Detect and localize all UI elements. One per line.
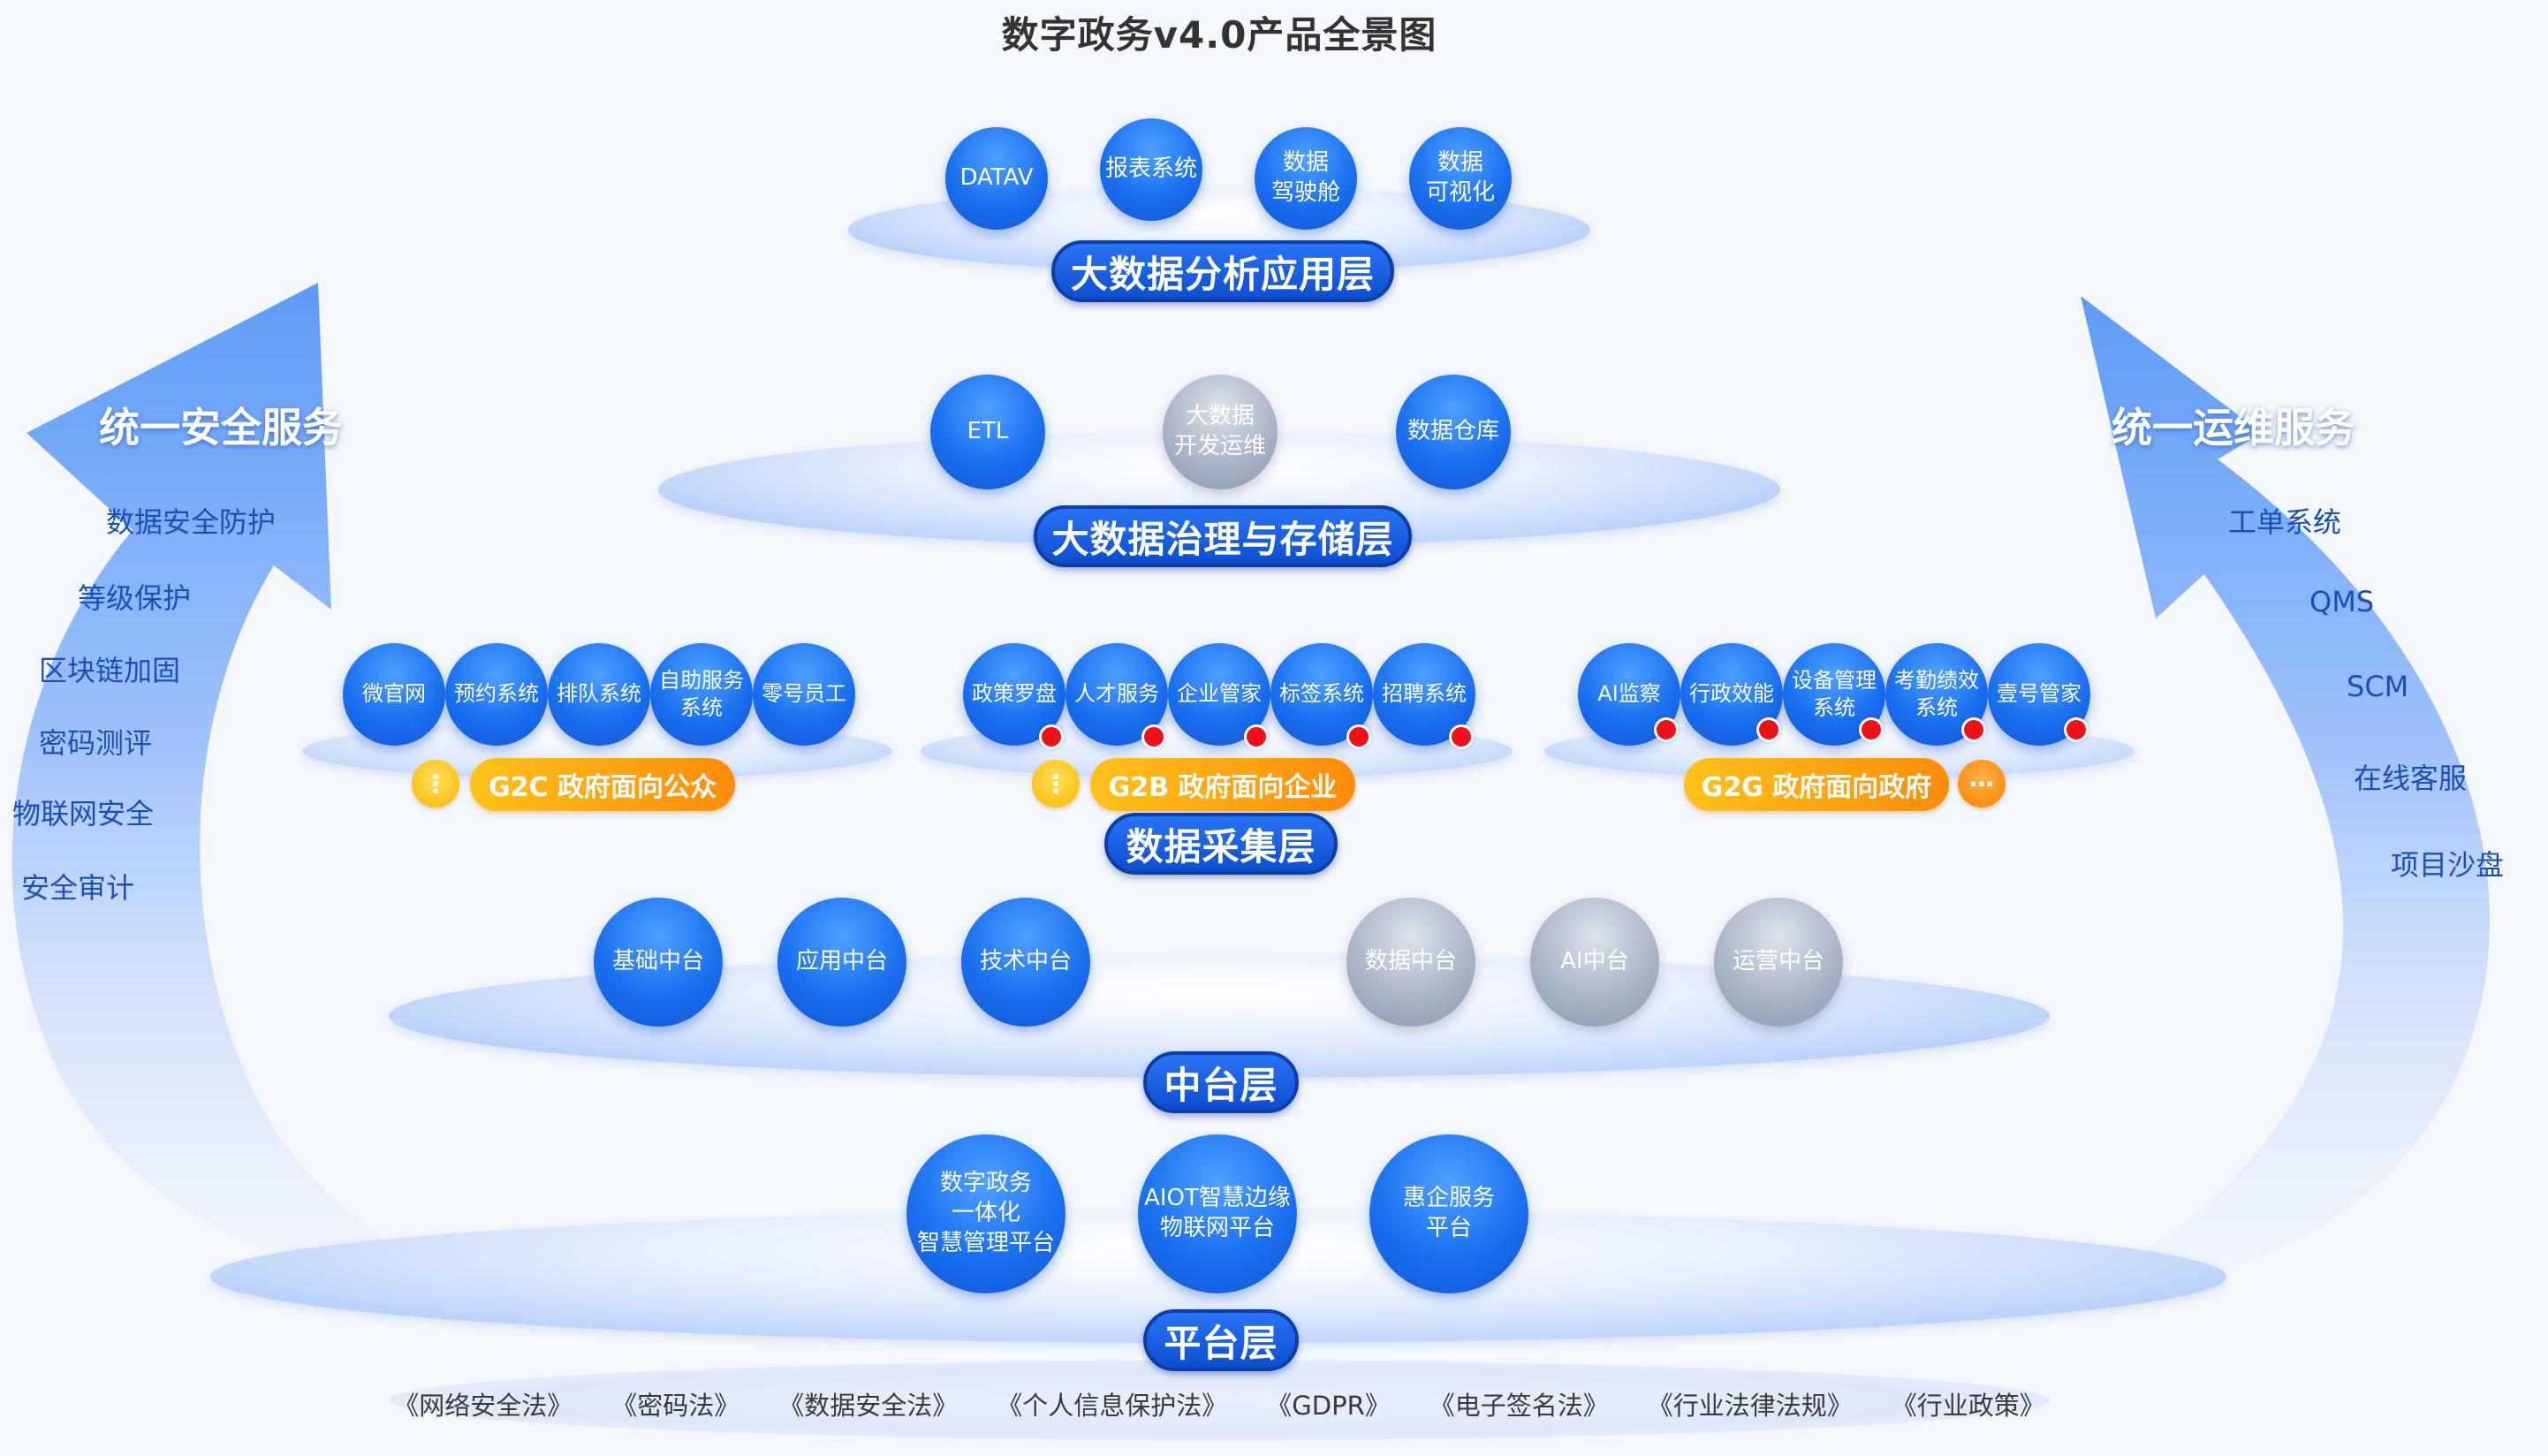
node-basic-middle[interactable]: 基础中台 — [594, 898, 723, 1027]
security-item[interactable]: 密码测评 — [39, 726, 153, 760]
node-micro-website[interactable]: 微官网 — [343, 643, 445, 746]
left-arrow-shape — [11, 283, 548, 1308]
operations-item[interactable]: 工单系统 — [2228, 505, 2342, 539]
node-integrated-management-platform[interactable]: 数字政务 一体化 智慧管理平台 — [906, 1134, 1065, 1293]
g2b-arrow-icon: ⋮ — [1032, 760, 1080, 808]
law-item: 《行业政策》 — [1891, 1391, 2045, 1421]
notification-dot — [1961, 717, 1986, 742]
security-item[interactable]: 区块链加固 — [39, 654, 181, 687]
node-queue-system[interactable]: 排队系统 — [548, 643, 650, 746]
node-application-middle[interactable]: 应用中台 — [777, 898, 906, 1027]
law-item: 《行业法律法规》 — [1647, 1391, 1853, 1421]
g2c-arrow-icon: ⋮ — [412, 760, 459, 808]
notification-dot — [1756, 717, 1781, 742]
platform-layer-label: 平台层 — [1143, 1309, 1299, 1371]
node-data-cockpit[interactable]: 数据 驾驶舱 — [1255, 127, 1357, 230]
right-arrow-shape — [2032, 296, 2490, 1308]
operations-item[interactable]: 项目沙盘 — [2391, 848, 2505, 882]
node-enterprise-service-platform[interactable]: 惠企服务 平台 — [1369, 1134, 1528, 1293]
law-item: 《GDPR》 — [1266, 1391, 1391, 1421]
security-item[interactable]: 安全审计 — [21, 871, 135, 905]
law-item: 《数据安全法》 — [778, 1391, 959, 1421]
security-title: 统一安全服务 — [99, 404, 343, 451]
security-item[interactable]: 数据安全防护 — [106, 505, 277, 539]
notification-dot — [1654, 717, 1679, 742]
security-item[interactable]: 物联网安全 — [12, 797, 155, 830]
node-data-middle[interactable]: 数据中台 — [1346, 898, 1475, 1027]
node-ai-middle[interactable]: AI中台 — [1530, 898, 1659, 1027]
notification-dot — [1244, 724, 1269, 749]
notification-dot — [1141, 724, 1166, 749]
operations-item[interactable]: 在线客服 — [2354, 762, 2468, 795]
law-bar-background — [389, 1361, 2050, 1440]
g2g-pill[interactable]: G2G 政府面向政府 — [1684, 758, 1949, 811]
law-item: 《密码法》 — [611, 1391, 740, 1421]
notification-dot — [1859, 717, 1884, 742]
node-etl[interactable]: ETL — [930, 375, 1045, 489]
node-appointment-system[interactable]: 预约系统 — [445, 643, 548, 746]
node-bigdata-devops[interactable]: 大数据 开发运维 — [1163, 375, 1278, 489]
notification-dot — [1039, 724, 1064, 749]
middle-layer-label: 中台层 — [1143, 1051, 1299, 1113]
law-item: 《网络安全法》 — [393, 1391, 573, 1421]
node-zero-employee[interactable]: 零号员工 — [753, 643, 855, 746]
operations-item[interactable]: SCM — [2347, 670, 2409, 703]
node-aiot-platform[interactable]: AIOT智慧边缘 物联网平台 — [1138, 1134, 1297, 1293]
notification-dot — [1346, 724, 1371, 749]
operations-title: 统一运维服务 — [2112, 404, 2355, 451]
node-data-warehouse[interactable]: 数据仓库 — [1396, 375, 1511, 489]
node-operations-middle[interactable]: 运营中台 — [1714, 898, 1843, 1027]
law-list: 《网络安全法》 《密码法》 《数据安全法》 《个人信息保护法》 《GDPR》 《… — [393, 1385, 2045, 1422]
security-item[interactable]: 等级保护 — [78, 581, 192, 615]
analysis-layer-label: 大数据分析应用层 — [1051, 240, 1394, 302]
node-datav[interactable]: DATAV — [945, 127, 1048, 230]
notification-dot — [2064, 717, 2089, 742]
notification-dot — [1449, 724, 1474, 749]
g2b-pill[interactable]: G2B 政府面向企业 — [1090, 758, 1355, 811]
law-item: 《个人信息保护法》 — [997, 1391, 1228, 1421]
g2c-pill[interactable]: G2C 政府面向公众 — [470, 758, 735, 811]
node-self-service-system[interactable]: 自助服务 系统 — [650, 643, 753, 746]
g2g-arrow-icon: ⋯ — [1958, 760, 2006, 808]
page-title: 数字政务v4.0产品全景图 — [1001, 13, 1437, 57]
node-policy-compass[interactable]: 政策罗盘 — [963, 643, 1065, 746]
node-data-visualization[interactable]: 数据 可视化 — [1409, 127, 1512, 230]
governance-layer-label: 大数据治理与存储层 — [1034, 505, 1412, 567]
law-item: 《电子签名法》 — [1429, 1391, 1609, 1421]
operations-item[interactable]: QMS — [2309, 585, 2375, 618]
node-technology-middle[interactable]: 技术中台 — [961, 898, 1090, 1027]
node-report-system[interactable]: 报表系统 — [1100, 118, 1202, 221]
collection-layer-label: 数据采集层 — [1104, 813, 1338, 875]
